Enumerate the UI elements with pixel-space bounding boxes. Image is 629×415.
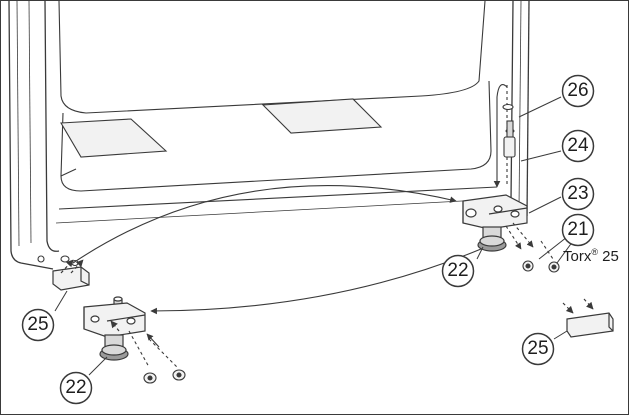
callout-22-left: 22 <box>59 371 93 405</box>
transfer-arrows <box>72 185 482 315</box>
torx-size-label: Torx® 25 <box>563 247 619 265</box>
torx-name: Torx <box>563 248 592 265</box>
right-hinge-bracket <box>462 194 528 252</box>
callout-25-right: 25 <box>521 332 555 366</box>
callout-leaders <box>54 96 574 376</box>
inner-liner <box>55 1 500 224</box>
callout-22-right: 22 <box>441 254 475 288</box>
left-hinge-holes <box>37 255 79 267</box>
right-cover-cap <box>562 298 614 338</box>
registered-mark: ® <box>591 247 598 257</box>
callout-25-left: 25 <box>21 308 55 342</box>
left-screws <box>128 330 186 384</box>
callout-26: 26 <box>561 74 595 108</box>
right-screws <box>505 222 560 273</box>
left-cover-cap <box>52 259 90 291</box>
floor-recesses <box>60 98 383 158</box>
left-hinge-bracket <box>83 296 146 361</box>
callout-23: 23 <box>561 177 595 211</box>
callout-24: 24 <box>561 129 595 163</box>
torx-size: 25 <box>602 248 619 265</box>
callout-21: 21 <box>561 213 595 247</box>
hinge-pin-assembly <box>493 84 516 188</box>
